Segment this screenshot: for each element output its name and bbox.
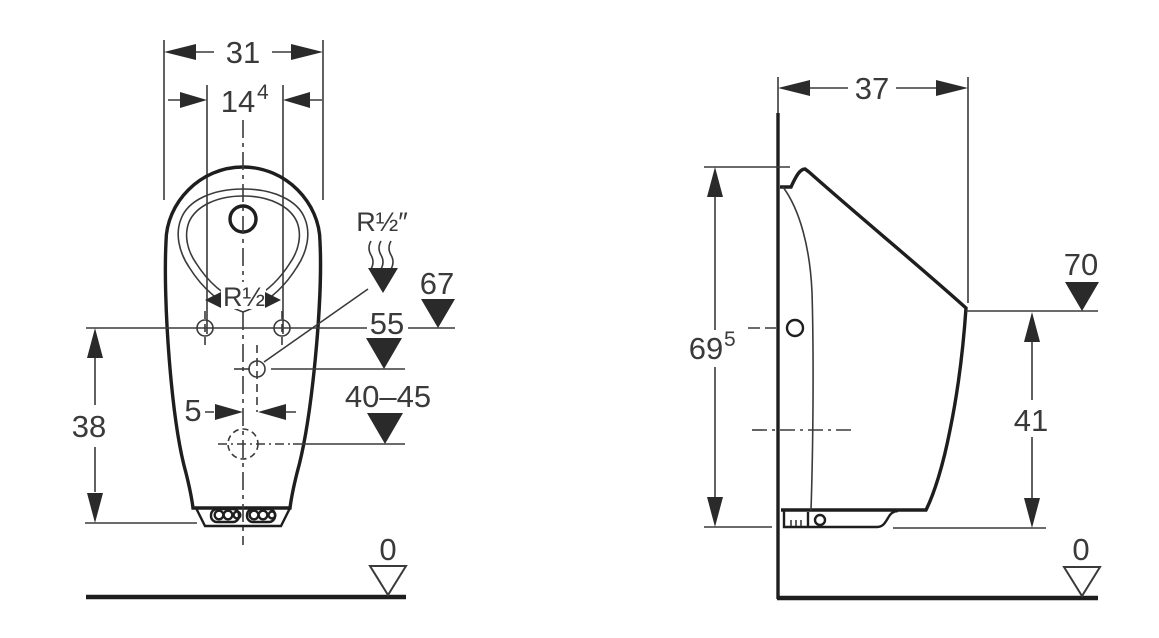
level-55-67: 67 55 [86,266,455,369]
dim-overall-depth: 37 [778,71,969,303]
strainer-hole [248,509,260,521]
floor-datum-side: 0 [777,532,1102,601]
strainer-hole [213,509,225,521]
leader-line [263,288,369,363]
dim-overall-height: 69 5 [689,166,790,528]
strainer-left [209,507,241,524]
arrowhead-right-icon [215,404,243,420]
zero-datum-triangle-icon [368,565,408,597]
datum-triangle-icon [1065,282,1099,311]
supply-arrow-icon [368,268,398,293]
front-view: 31 14 4 R½ [72,35,455,600]
drain-strainer [194,507,292,528]
dim-overall-width-label: 31 [226,35,260,70]
arrowhead-down-icon [1024,498,1040,528]
bowl-back-line [782,186,814,511]
trap-detail [782,509,899,529]
crosshair-icon [248,360,266,378]
strainer-hole [222,509,234,521]
dim-5-label: 5 [184,393,201,428]
arrowhead-left-icon [283,92,310,108]
dim-height-38: 38 [72,328,197,524]
dim-offset-5: 5 [184,393,296,428]
side-view: 37 69 5 [689,71,1102,601]
zero-datum-triangle-icon [1062,566,1102,598]
datum-triangle-icon [366,338,402,369]
arrowhead-down-icon [87,493,103,523]
trap-ticks [790,520,802,526]
arrowhead-right-icon [291,44,323,60]
arrowhead-up-icon [1024,312,1040,342]
label-mask [221,282,266,309]
dim-69-superscript: 5 [724,328,736,351]
dim-front-height: 41 [893,312,1048,529]
flow-squiggle-icon [388,240,394,270]
strainer-housing [194,507,292,528]
dim-fixing-centres-superscript: 4 [257,81,269,104]
arrowhead-right-icon [265,292,281,308]
dim-fixing-centres-label: 14 [221,84,255,119]
trap-housing [782,509,899,529]
outlet-dashed-circle [227,428,259,460]
level-67-label: 67 [420,266,454,301]
arrowhead-up-icon [707,167,723,197]
water-inlet [234,288,405,412]
water-supply-label: R½″ [356,207,408,237]
level-70-label: 70 [1064,247,1098,282]
arrowhead-left-icon [164,44,196,60]
fixing-hole-circle [785,318,805,338]
datum-triangle-icon [367,413,403,444]
bowl-radius-callout: R½ [205,282,281,312]
level-outlet-label: 40–45 [345,379,431,414]
bowl-radius-label: R½ [223,282,265,312]
arrowhead-right-icon [180,92,207,108]
flow-squiggle-icon [378,240,384,270]
fixing-hole-side [748,318,805,338]
water-supply-callout: R½″ [356,207,408,293]
floor-level-label: 0 [379,532,396,567]
flow-squiggle-icon [368,240,374,270]
urinal-side-outline [780,167,968,512]
dim-38-label: 38 [72,409,106,444]
arrowhead-down-icon [707,497,723,527]
strainer-hole [232,510,242,520]
level-55-label: 55 [370,306,404,341]
outlet-level: 40–45 [218,379,431,460]
strainer-hole [257,509,269,521]
dim-overall-width: 31 [163,35,324,200]
floor-datum-front: 0 [86,532,408,600]
arrowhead-left-icon [778,80,810,96]
arrowhead-up-icon [87,328,103,358]
floor-level-label: 0 [1072,532,1089,567]
trap-outlet-circle [813,513,827,527]
arrowhead-left-icon [258,404,286,420]
arrowhead-right-icon [936,80,968,96]
dim-41-label: 41 [1014,403,1048,438]
level-70: 70 [966,247,1099,312]
arrowhead-left-icon [205,292,221,308]
dim-fixing-centres: 14 4 [168,81,322,334]
dim-depth-label: 37 [855,71,889,106]
datum-triangle-icon [421,299,455,328]
dim-69-label: 69 [689,331,723,366]
strainer-hole [267,510,277,520]
